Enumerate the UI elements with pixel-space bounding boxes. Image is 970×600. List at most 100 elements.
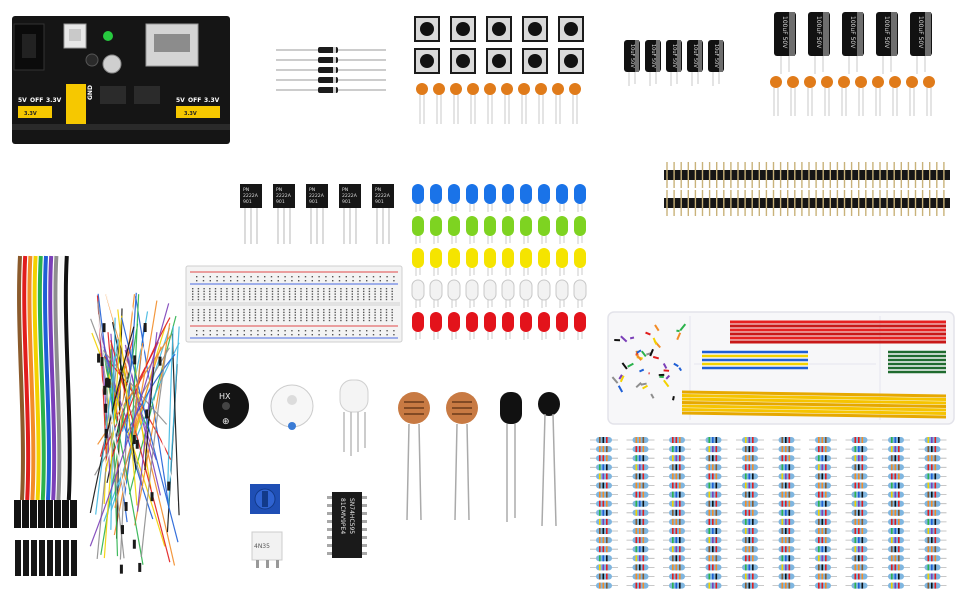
- resistor-band: [752, 509, 754, 516]
- resistor-band: [861, 555, 864, 562]
- resistor-band: [818, 491, 820, 498]
- led-red: [448, 312, 460, 332]
- right-rail-jumper: [176, 106, 220, 118]
- hole: [306, 288, 308, 290]
- resistor-band: [781, 518, 784, 525]
- hole: [323, 293, 325, 295]
- rail-hole: [209, 334, 211, 336]
- short-jumper: [650, 393, 655, 399]
- resistor-band: [821, 482, 824, 489]
- rail-hole: [264, 334, 266, 336]
- resistor-band: [898, 564, 900, 571]
- ceramic-cap: [535, 83, 547, 95]
- ceramic-cap: [855, 76, 867, 88]
- jumper-pin: [102, 323, 106, 333]
- long-jumper-yellow: [681, 397, 947, 405]
- hole: [277, 314, 279, 316]
- rail-hole: [236, 280, 239, 282]
- rail-hole: [209, 276, 211, 278]
- transistor-body: [240, 184, 262, 208]
- resistor-band: [927, 537, 930, 544]
- resistor-band: [781, 446, 784, 453]
- resistor-band: [858, 464, 860, 471]
- resistor-band: [861, 482, 864, 489]
- resistor-band: [788, 446, 791, 453]
- hole: [340, 311, 342, 314]
- hole: [203, 309, 205, 311]
- hole: [357, 311, 359, 314]
- resistor-band: [785, 537, 787, 544]
- hole: [231, 311, 234, 314]
- rail-hole: [304, 330, 307, 332]
- resistor-band: [785, 564, 787, 571]
- resistor-band: [898, 555, 900, 562]
- hole: [363, 298, 365, 301]
- led-blue: [502, 184, 514, 204]
- resistor-band: [858, 437, 860, 443]
- short-jumper: [641, 350, 647, 358]
- resistor-band: [931, 500, 933, 507]
- resistor-band: [825, 437, 827, 443]
- resistor-band: [752, 546, 754, 553]
- resistor-grid: [590, 437, 947, 589]
- resistor-band: [931, 518, 933, 525]
- resistor-band: [781, 509, 784, 516]
- ceramic-cap: [518, 83, 530, 95]
- resistor-band: [781, 573, 784, 580]
- thermistor: [538, 392, 560, 527]
- jumper-pin: [167, 481, 171, 491]
- short-jumper: [679, 323, 687, 332]
- resistor-band: [712, 455, 714, 462]
- hole: [271, 288, 274, 290]
- resistor-band: [679, 573, 681, 580]
- resistor-band: [635, 509, 638, 516]
- resistor-band: [679, 537, 681, 544]
- hole: [334, 298, 336, 301]
- resistor-band: [635, 437, 638, 443]
- resistor-band: [894, 446, 897, 453]
- hole: [192, 296, 194, 298]
- rail-hole: [386, 280, 388, 282]
- resistor-band: [788, 455, 791, 462]
- resistor-band: [927, 446, 930, 453]
- led-red: [538, 312, 550, 332]
- resistor-band: [858, 518, 860, 525]
- led-white: [447, 279, 461, 301]
- resistor-band: [642, 482, 645, 489]
- dupont-housing: [63, 540, 69, 576]
- hole: [363, 311, 365, 314]
- hole: [357, 314, 359, 316]
- rail-hole: [393, 276, 395, 278]
- rail-hole: [236, 334, 239, 336]
- resistor-band: [934, 555, 937, 562]
- resistor-band: [861, 528, 864, 534]
- resistor-band: [861, 573, 864, 580]
- hole: [203, 298, 205, 301]
- hole: [317, 311, 319, 314]
- jumper-pin: [97, 353, 101, 363]
- rail-hole: [209, 330, 211, 332]
- resistor-band: [788, 573, 791, 580]
- hole: [385, 298, 388, 301]
- resistor-band: [712, 491, 714, 498]
- transistor-label: PN: [342, 187, 348, 193]
- led-white: [465, 279, 479, 301]
- led-blue: [412, 184, 424, 204]
- small-cap-label: 10uF 50V: [671, 44, 677, 68]
- short-jumper: [676, 332, 682, 341]
- large-cap-stripe: [823, 12, 829, 56]
- small-cap-label: 10uF 50V: [692, 44, 698, 68]
- dupont-housing: [30, 500, 37, 528]
- hole: [214, 309, 217, 311]
- resistor-band: [858, 473, 860, 480]
- resistor-band: [818, 473, 820, 480]
- button-cap: [456, 54, 470, 68]
- led-green: [412, 216, 424, 236]
- led-red: [484, 312, 496, 332]
- resistor-band: [781, 500, 784, 507]
- hole: [226, 317, 228, 319]
- resistor-band: [745, 491, 747, 498]
- hole: [231, 293, 234, 295]
- hole: [266, 314, 268, 316]
- jumper-pin: [150, 492, 154, 502]
